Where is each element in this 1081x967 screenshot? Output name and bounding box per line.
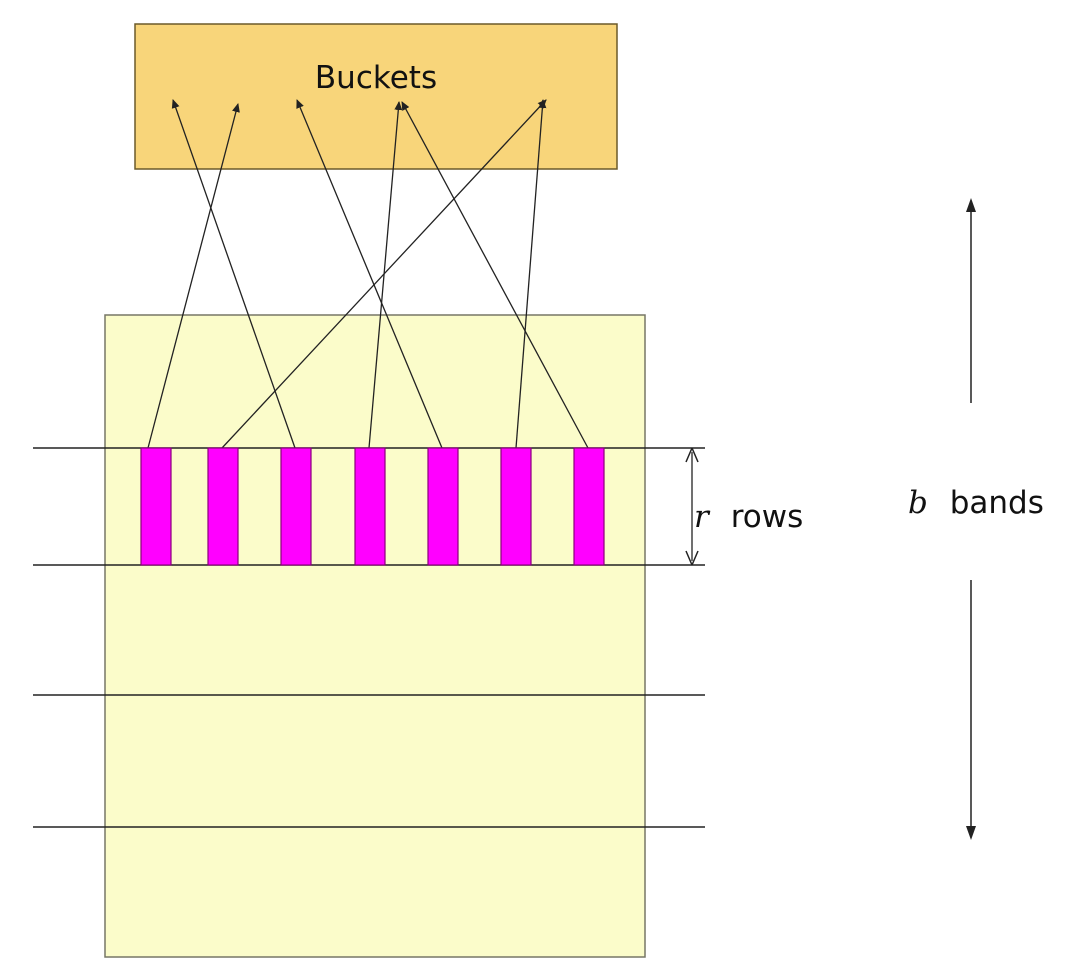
- band-columns: [140, 447, 605, 566]
- signature-matrix: [104, 314, 646, 958]
- band-column: [140, 447, 172, 566]
- hash-arrow: [296, 99, 443, 449]
- buckets-label: Buckets: [315, 60, 437, 96]
- bands-word: bands: [950, 485, 1044, 521]
- band-column: [500, 447, 532, 566]
- bands-arrowhead-up-icon: [966, 198, 976, 212]
- hash-arrow: [401, 101, 589, 449]
- hash-arrow: [171, 99, 296, 449]
- buckets-box: Buckets: [134, 23, 618, 170]
- band-column: [427, 447, 459, 566]
- bands-label: b bands: [908, 485, 1044, 521]
- band-column: [207, 447, 239, 566]
- band-column: [573, 447, 605, 566]
- bands-arrowhead-down-icon: [966, 826, 976, 840]
- rows-arrowhead-down-icon: [685, 550, 699, 566]
- band-column: [280, 447, 312, 566]
- hash-arrow: [368, 101, 403, 449]
- bands-dimension: b bands: [908, 198, 1044, 840]
- band-column: [354, 447, 386, 566]
- hash-arrow: [147, 103, 240, 449]
- rows-arrowhead-up-icon: [685, 447, 699, 463]
- bands-variable: b: [908, 485, 928, 521]
- rows-variable: r: [694, 499, 711, 535]
- hash-arrows: [147, 99, 589, 449]
- rows-word: rows: [731, 499, 804, 535]
- rows-dimension: r rows: [685, 447, 803, 566]
- hash-arrow: [515, 99, 547, 449]
- rows-label: r rows: [694, 499, 803, 535]
